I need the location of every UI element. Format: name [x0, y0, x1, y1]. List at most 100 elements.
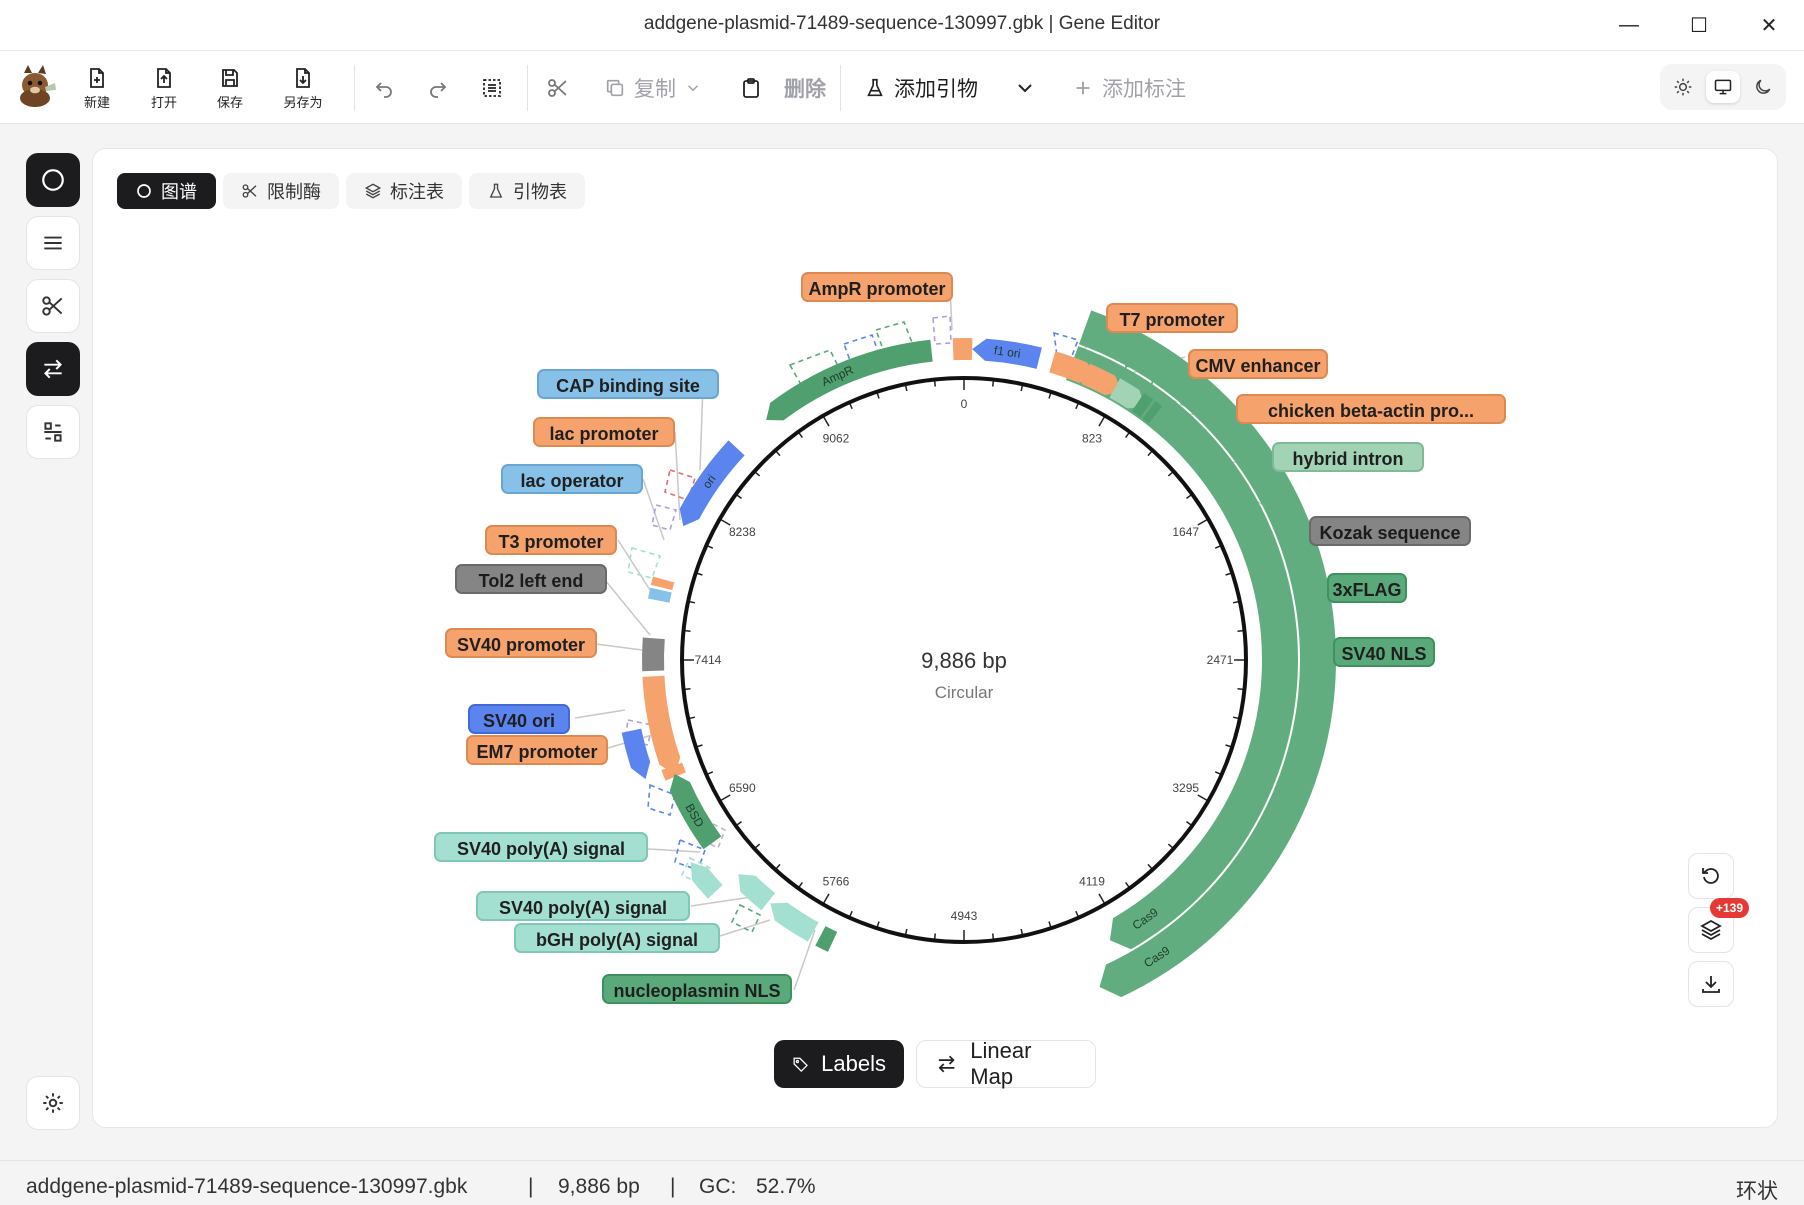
save-button[interactable]: 保存: [203, 61, 257, 115]
feature-label-cmv-enhancer[interactable]: CMV enhancer: [1188, 349, 1328, 379]
close-button[interactable]: ✕: [1760, 14, 1778, 37]
select-all-icon: [483, 79, 501, 97]
system-theme-button[interactable]: [1706, 71, 1740, 103]
feature-label-em7-promoter[interactable]: EM7 promoter: [466, 735, 608, 765]
gear-icon: [43, 1093, 63, 1113]
light-theme-button[interactable]: [1666, 71, 1700, 103]
toolbar-divider: [840, 65, 841, 111]
labels-button-label: Labels: [821, 1051, 886, 1076]
settings-button[interactable]: [26, 1076, 80, 1130]
file-plus-icon: [90, 67, 104, 88]
redo-icon: [430, 82, 447, 98]
sidebar-enzymes-button[interactable]: [26, 279, 80, 333]
layers-button[interactable]: [1688, 907, 1734, 953]
toolbar-divider: [527, 65, 528, 111]
paste-button[interactable]: [736, 73, 766, 103]
feature-label-sv40-polya-signal-2[interactable]: SV40 poly(A) signal: [476, 891, 690, 921]
flask-icon: [489, 183, 503, 198]
add-annotation-button[interactable]: 添加标注: [1072, 73, 1186, 103]
add-annotation-label: 添加标注: [1102, 78, 1186, 101]
add-primer-label: 添加引物: [894, 78, 978, 101]
title-bar: addgene-plasmid-71489-sequence-130997.gb…: [0, 0, 1804, 51]
feature-label-3xflag[interactable]: 3xFLAG: [1327, 573, 1407, 603]
feature-label-kozak-sequence[interactable]: Kozak sequence: [1309, 516, 1471, 546]
feature-label-sv40-promoter[interactable]: SV40 promoter: [445, 628, 597, 658]
linear-map-button[interactable]: Linear Map: [916, 1038, 1096, 1089]
moon-icon: [1756, 79, 1771, 94]
feature-label-sv40-nls[interactable]: SV40 NLS: [1333, 637, 1435, 667]
feature-label-bgh-polya-signal[interactable]: bGH poly(A) signal: [514, 923, 720, 953]
status-bar: addgene-plasmid-71489-sequence-130997.gb…: [0, 1160, 1804, 1205]
layers-icon: [1700, 919, 1722, 941]
copy-label: 复制: [634, 78, 676, 101]
tab-enzymes[interactable]: 限制酶: [223, 173, 339, 209]
save-as-button[interactable]: 另存为: [276, 61, 330, 115]
circle-icon: [42, 169, 64, 191]
cut-button[interactable]: [543, 73, 573, 103]
feature-label-nucleoplasmin-nls[interactable]: nucleoplasmin NLS: [602, 974, 792, 1004]
sun-icon: [1674, 78, 1692, 96]
tab-map-label: 图谱: [161, 182, 197, 202]
primer-dropdown-button[interactable]: [1010, 73, 1040, 103]
dark-theme-button[interactable]: [1746, 71, 1780, 103]
undo-icon: [375, 82, 392, 98]
select-all-button[interactable]: [477, 73, 507, 103]
layers-count-badge: +139: [1710, 898, 1750, 918]
download-icon: [1702, 976, 1720, 993]
tab-primers[interactable]: 引物表: [469, 173, 585, 209]
feature-label-chicken-beta-actin-promoter[interactable]: chicken beta-actin pro...: [1236, 394, 1506, 424]
delete-label: 删除: [784, 78, 826, 101]
feature-label-t3-promoter[interactable]: T3 promoter: [485, 525, 617, 555]
feature-label-sv40-ori[interactable]: SV40 ori: [468, 704, 570, 734]
minimize-button[interactable]: —: [1619, 13, 1639, 36]
swap-arrows-icon: [938, 1055, 955, 1073]
redo-button[interactable]: [423, 73, 453, 103]
delete-button[interactable]: 删除: [784, 73, 826, 103]
status-gc-label: GC:: [699, 1175, 737, 1198]
maximize-button[interactable]: ☐: [1690, 14, 1708, 37]
feature-label-cap-binding-site[interactable]: CAP binding site: [537, 369, 719, 399]
feature-label-sv40-polya-signal[interactable]: SV40 poly(A) signal: [434, 832, 648, 862]
feature-label-ampr-promoter[interactable]: AmpR promoter: [801, 272, 953, 302]
open-file-button[interactable]: 打开: [137, 61, 191, 115]
copy-icon: [606, 79, 624, 97]
sidebar-linear-button[interactable]: [26, 342, 80, 396]
sidebar-sequence-view-button[interactable]: [26, 216, 80, 270]
circle-icon: [137, 184, 151, 198]
plus-icon: [1076, 81, 1090, 95]
copy-dropdown[interactable]: 复制: [604, 73, 702, 103]
sidebar-map-view-button[interactable]: [26, 153, 80, 207]
reset-view-button[interactable]: [1688, 853, 1734, 899]
new-file-label: 新建: [83, 94, 110, 110]
feature-label-t7-promoter[interactable]: T7 promoter: [1106, 303, 1238, 333]
save-icon: [222, 68, 238, 87]
tab-map[interactable]: 图谱: [117, 173, 216, 209]
theme-switcher: [1660, 64, 1786, 110]
add-primer-button[interactable]: 添加引物: [864, 73, 978, 103]
scissors-icon: [548, 79, 567, 97]
save-label: 保存: [216, 94, 243, 110]
swap-arrows-icon: [44, 359, 62, 379]
toolbar-divider: [354, 65, 355, 111]
feature-label-hybrid-intron[interactable]: hybrid intron: [1272, 442, 1424, 472]
status-separator: |: [528, 1175, 534, 1198]
toolbar: 新建 打开 保存 另存为 复制 删除 添加引物: [0, 51, 1804, 124]
status-separator: |: [670, 1175, 676, 1198]
tab-enzymes-label: 限制酶: [267, 182, 321, 202]
undo-button[interactable]: [369, 73, 399, 103]
feature-label-lac-operator[interactable]: lac operator: [501, 464, 643, 494]
tab-annotations[interactable]: 标注表: [346, 173, 462, 209]
tab-primers-label: 引物表: [513, 182, 567, 202]
labels-toggle-button[interactable]: Labels: [774, 1040, 904, 1088]
new-file-button[interactable]: 新建: [70, 61, 124, 115]
chevron-down-icon: [687, 85, 699, 92]
save-as-label: 另存为: [283, 94, 323, 110]
download-button[interactable]: [1688, 961, 1734, 1007]
status-length: 9,886 bp: [558, 1175, 640, 1198]
feature-label-lac-promoter[interactable]: lac promoter: [533, 417, 675, 447]
tab-annotations-label: 标注表: [390, 182, 444, 202]
sidebar-align-button[interactable]: [26, 405, 80, 459]
flask-icon: [867, 78, 883, 97]
feature-label-tol2-left-end[interactable]: Tol2 left end: [455, 564, 607, 594]
file-upload-icon: [157, 67, 171, 88]
